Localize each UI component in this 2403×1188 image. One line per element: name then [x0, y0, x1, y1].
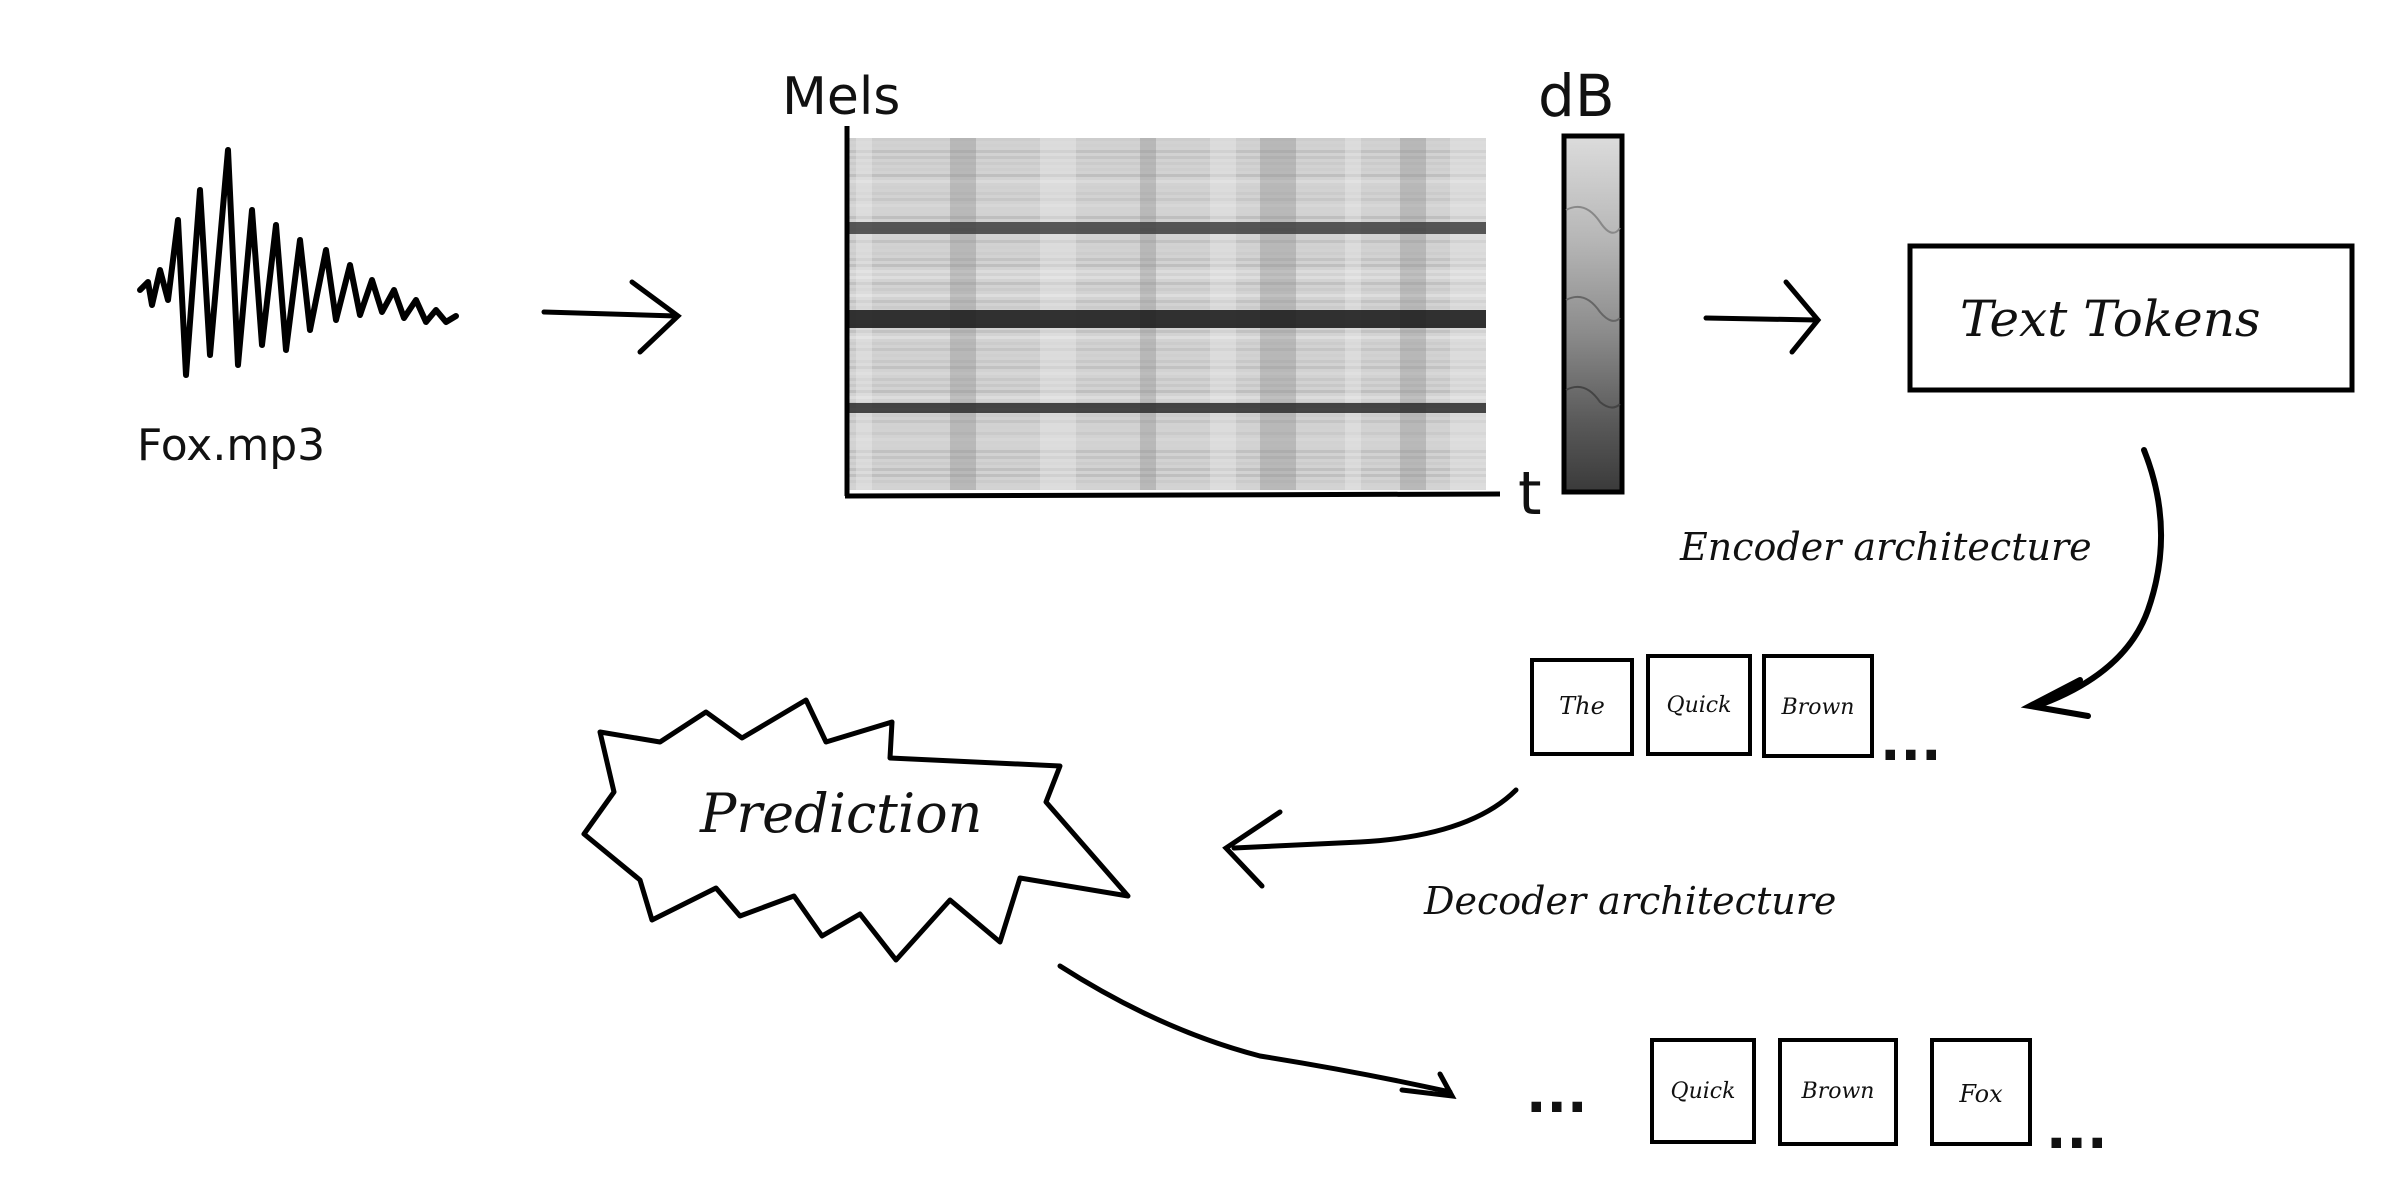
prediction-burst-shape: [581, 697, 1131, 963]
spectrogram-band-line: [848, 168, 1486, 171]
spectrogram-band-line: [848, 372, 1486, 375]
arrow-to-text-tokens: [1703, 279, 1822, 355]
spectrogram-x-axis: [844, 491, 1501, 499]
spectrogram-band-line: [848, 390, 1486, 393]
spectrogram-band-line: [848, 282, 1486, 285]
spectrogram-band-line: [848, 432, 1486, 435]
spectrogram-band-line: [848, 198, 1486, 201]
spectrogram-band-line: [848, 174, 1486, 177]
spectrogram-band-line: [848, 414, 1486, 417]
spectrogram-band-line: [848, 456, 1486, 459]
audio-waveform-icon: [137, 147, 459, 378]
spectrogram-band-line: [848, 366, 1486, 369]
arrow-to-spectrogram: [541, 279, 682, 355]
spectrogram-x-axis-label: t: [1518, 459, 1542, 529]
svg-text:Brown: Brown: [1781, 695, 1855, 720]
spectrogram-band-line: [848, 480, 1486, 483]
prediction-label: Prediction: [699, 782, 982, 845]
spectrogram-band-line: [848, 210, 1486, 213]
spectrogram-band-line: [848, 246, 1486, 249]
svg-text:Brown: Brown: [1801, 1079, 1875, 1104]
spectrogram-band-line: [848, 348, 1486, 351]
spectrogram-band-line: [848, 342, 1486, 345]
colorbar-label: dB: [1538, 62, 1615, 130]
spectrogram-dark-band: [848, 222, 1486, 234]
spectrogram-band-line: [848, 294, 1486, 297]
mel-spectrogram: [848, 138, 1486, 490]
spectrogram-band-line: [848, 330, 1486, 333]
svg-text:Quick: Quick: [1671, 1079, 1736, 1104]
arrow-to-output-tokens: [1057, 963, 1457, 1100]
spectrogram-band-line: [848, 240, 1486, 243]
decoder-leading-ellipsis: ...: [1526, 1062, 1588, 1125]
spectrogram-band-line: [848, 354, 1486, 357]
spectrogram-band-line: [848, 378, 1486, 381]
encoder-token: Brown: [1762, 654, 1874, 758]
spectrogram-band-line: [848, 486, 1486, 489]
spectrogram-band-line: [848, 204, 1486, 207]
spectrogram-band-line: [848, 468, 1486, 471]
spectrogram-band-line: [848, 150, 1486, 153]
spectrogram-band-line: [848, 444, 1486, 447]
svg-text:Fox: Fox: [1958, 1080, 2003, 1108]
svg-text:Quick: Quick: [1667, 693, 1732, 718]
db-colorbar: [1561, 133, 1625, 495]
decoder-label: Decoder architecture: [1423, 879, 1836, 923]
encoder-label: Encoder architecture: [1679, 525, 2092, 569]
encoder-ellipsis: ...: [1880, 710, 1942, 773]
spectrogram-band-line: [848, 192, 1486, 195]
decoder-token: Quick: [1650, 1038, 1756, 1144]
spectrogram-band-line: [848, 300, 1486, 303]
spectrogram-dark-band: [848, 403, 1486, 413]
spectrogram-band-line: [848, 426, 1486, 429]
spectrogram-y-axis-label: Mels: [782, 67, 900, 127]
spectrogram-band-line: [848, 360, 1486, 363]
spectrogram-band-line: [848, 186, 1486, 189]
encoder-token-row: The Quick Brown ...: [1530, 654, 1942, 773]
spectrogram-band-line: [848, 306, 1486, 309]
spectrogram-band-line: [848, 450, 1486, 453]
spectrogram-band-line: [848, 270, 1486, 273]
spectrogram-dark-band: [848, 310, 1486, 328]
decoder-token-row: ... Quick Brown Fox ...: [1526, 1038, 2108, 1161]
encoder-token: Quick: [1646, 654, 1752, 756]
encoder-token: The: [1530, 658, 1634, 756]
spectrogram-band-line: [848, 420, 1486, 423]
spectrogram-band-line: [848, 234, 1486, 237]
input-file-label: Fox.mp3: [137, 420, 325, 471]
spectrogram-band-line: [848, 462, 1486, 465]
decoder-token: Brown: [1778, 1038, 1898, 1146]
spectrogram-band-line: [848, 474, 1486, 477]
spectrogram-band-line: [848, 396, 1486, 399]
spectrogram-band-line: [848, 288, 1486, 291]
svg-text:The: The: [1559, 692, 1605, 720]
text-tokens-label: Text Tokens: [1960, 290, 2261, 348]
spectrogram-band-line: [848, 156, 1486, 159]
spectrogram-band-line: [848, 336, 1486, 339]
spectrogram-band-line: [848, 162, 1486, 165]
spectrogram-band-line: [848, 438, 1486, 441]
spectrogram-band-line: [848, 264, 1486, 267]
spectrogram-band-line: [848, 252, 1486, 255]
decoder-token: Fox: [1930, 1038, 2032, 1146]
spectrogram-band-line: [848, 138, 1486, 141]
spectrogram-band-line: [848, 144, 1486, 147]
decoder-trailing-ellipsis: ...: [2046, 1098, 2108, 1161]
spectrogram-band-line: [848, 258, 1486, 261]
arrow-to-prediction: [1222, 787, 1519, 889]
spectrogram-band-line: [848, 384, 1486, 387]
spectrogram-band-line: [848, 180, 1486, 183]
spectrogram-band-line: [848, 216, 1486, 219]
text-tokens-box: [1907, 243, 2355, 393]
spectrogram-band-line: [848, 276, 1486, 279]
encoder-arrow: [2020, 447, 2165, 719]
